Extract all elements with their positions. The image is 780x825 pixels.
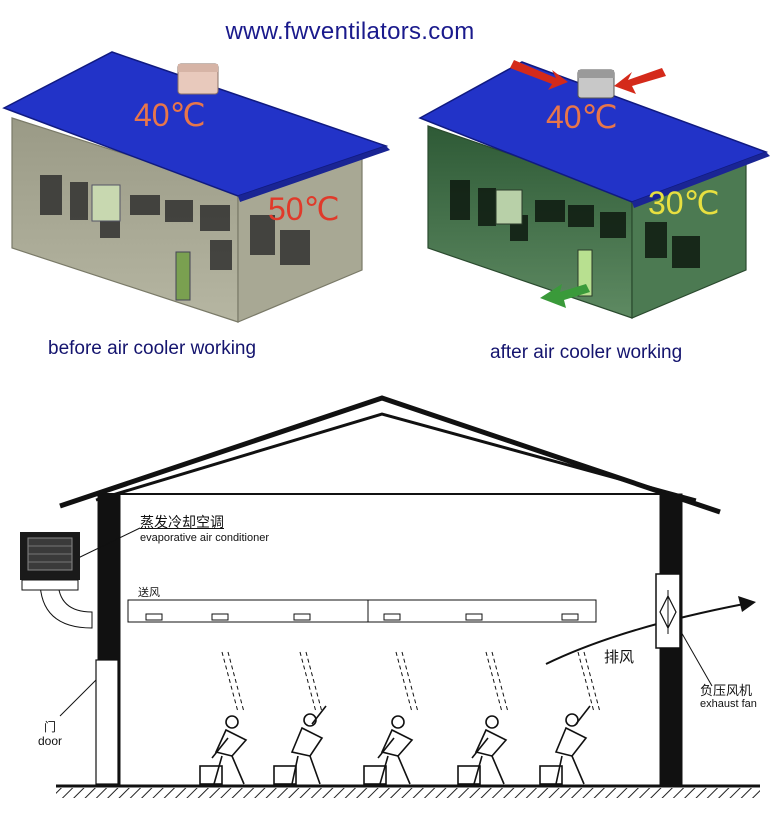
exhaust-fan-icon xyxy=(655,573,681,649)
unit-label-cn: 蒸发冷却空调 xyxy=(140,515,224,531)
house-after-door xyxy=(577,249,593,297)
after-caption: after air cooler working xyxy=(490,342,683,363)
after-indoor-temp: 30℃ xyxy=(648,185,720,221)
house-after-furniture xyxy=(450,180,700,268)
exhaust-fan-label-en: exhaust fan xyxy=(700,698,757,710)
exhaust-fan-label-cn: 负压风机 xyxy=(700,684,753,699)
before-outdoor-temp: 40℃ xyxy=(134,97,206,133)
house-before-window xyxy=(91,184,121,222)
outflow-arrow-icon xyxy=(540,284,590,308)
diagram-supply-duct-1 xyxy=(127,599,369,623)
unit-label-en: evaporative air conditioner xyxy=(140,532,270,544)
site-url: www.fwventilators.com xyxy=(225,18,475,45)
house-before-cooler-unit-icon xyxy=(177,63,219,95)
house-before xyxy=(2,51,390,323)
workers xyxy=(199,705,591,785)
supply-air-label: 送风 xyxy=(138,586,160,599)
house-after-window xyxy=(495,189,523,225)
diagram-duct-bend xyxy=(39,579,93,629)
house-after xyxy=(418,60,770,319)
diagram-roof-inner xyxy=(95,412,697,502)
worker-5-icon xyxy=(539,705,591,785)
cross-section-diagram xyxy=(39,395,760,798)
house-before-furniture xyxy=(40,175,310,270)
diagram-supply-duct-2 xyxy=(367,599,597,623)
house-after-cooler-unit-icon xyxy=(577,69,615,99)
exhaust-arrowhead-icon xyxy=(738,596,756,612)
before-indoor-temp: 50℃ xyxy=(268,191,340,227)
door-label-cn: 门 xyxy=(44,720,57,734)
intake-arrow-right-icon xyxy=(614,68,666,94)
diagram-airflow-dashes xyxy=(221,651,601,713)
worker-1-icon xyxy=(199,715,248,785)
evaporative-unit-icon xyxy=(20,532,80,591)
diagram-ground-hatch xyxy=(56,788,760,798)
before-caption: before air cooler working xyxy=(48,338,257,359)
house-before-door xyxy=(175,251,191,301)
diagram-door xyxy=(95,659,119,785)
diagram-exhaust-airflow-arrow xyxy=(545,603,745,665)
worker-2-icon xyxy=(273,705,327,785)
after-outdoor-temp: 40℃ xyxy=(546,99,618,135)
worker-3-icon xyxy=(363,715,414,785)
diagram-roof-outer xyxy=(59,395,721,515)
worker-4-icon xyxy=(457,715,508,785)
intake-arrow-left-icon xyxy=(510,60,568,90)
diagram-duct-vents xyxy=(145,613,579,621)
exhaust-air-label: 排风 xyxy=(604,648,635,666)
door-label-en: door xyxy=(38,734,63,748)
